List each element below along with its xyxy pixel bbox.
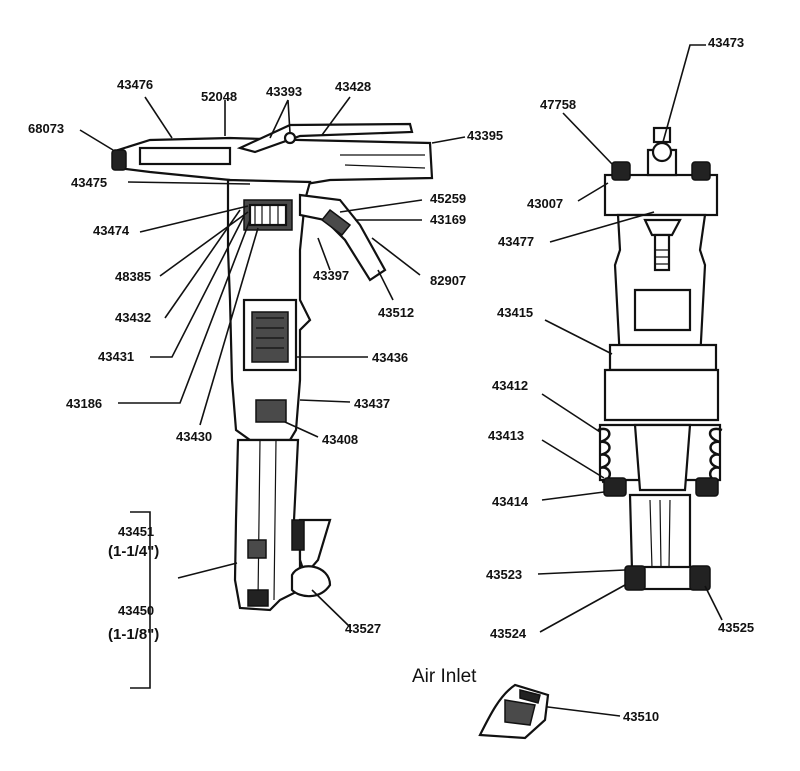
part-label-48385: 48385: [115, 269, 152, 284]
part-label-43413: 43413: [488, 428, 525, 443]
part-label-43395: 43395: [467, 128, 504, 143]
part-label-82907: 82907: [430, 273, 467, 288]
part-label-43527: 43527: [345, 621, 382, 636]
part-label-43475: 43475: [71, 175, 108, 190]
part-label-43437: 43437: [354, 396, 391, 411]
part-label-43397: 43397: [313, 268, 350, 283]
part-label-43450: 43450: [118, 603, 155, 618]
size-label-1-1-8: (1-1/8"): [108, 626, 160, 643]
part-label-47758: 47758: [540, 97, 577, 112]
part-label-43430: 43430: [176, 429, 213, 444]
part-label-43169: 43169: [430, 212, 467, 227]
part-label-43436: 43436: [372, 350, 409, 365]
air-inlet-title: Air Inlet: [412, 666, 477, 687]
part-label-43431: 43431: [98, 349, 135, 364]
part-label-52048: 52048: [201, 89, 238, 104]
part-label-43474: 43474: [93, 223, 130, 238]
part-label-43510: 43510: [623, 709, 660, 724]
part-label-43525: 43525: [718, 620, 755, 635]
part-label-43412: 43412: [492, 378, 529, 393]
right-leader-lines: [537, 44, 723, 717]
part-label-43432: 43432: [115, 310, 152, 325]
left-leader-lines: [79, 96, 466, 689]
part-label-43186: 43186: [66, 396, 103, 411]
part-label-43393: 43393: [266, 84, 303, 99]
part-label-43476: 43476: [117, 77, 154, 92]
part-label-43428: 43428: [335, 79, 372, 94]
part-label-68073: 68073: [28, 121, 65, 136]
air-inlet-detail: [478, 683, 550, 740]
part-label-43415: 43415: [497, 305, 534, 320]
part-label-43523: 43523: [486, 567, 523, 582]
left-breaker-section: [111, 122, 434, 612]
part-label-43524: 43524: [490, 626, 527, 641]
part-label-43414: 43414: [492, 494, 529, 509]
part-label-43512: 43512: [378, 305, 415, 320]
size-label-1-1-4: (1-1/4"): [108, 543, 160, 560]
right-breaker-exterior: [597, 126, 723, 591]
part-label-43451: 43451: [118, 524, 155, 539]
part-label-45259: 45259: [430, 191, 467, 206]
part-label-43477: 43477: [498, 234, 535, 249]
part-label-43408: 43408: [322, 432, 359, 447]
part-label-43473: 43473: [708, 35, 745, 50]
part-label-43007: 43007: [527, 196, 564, 211]
